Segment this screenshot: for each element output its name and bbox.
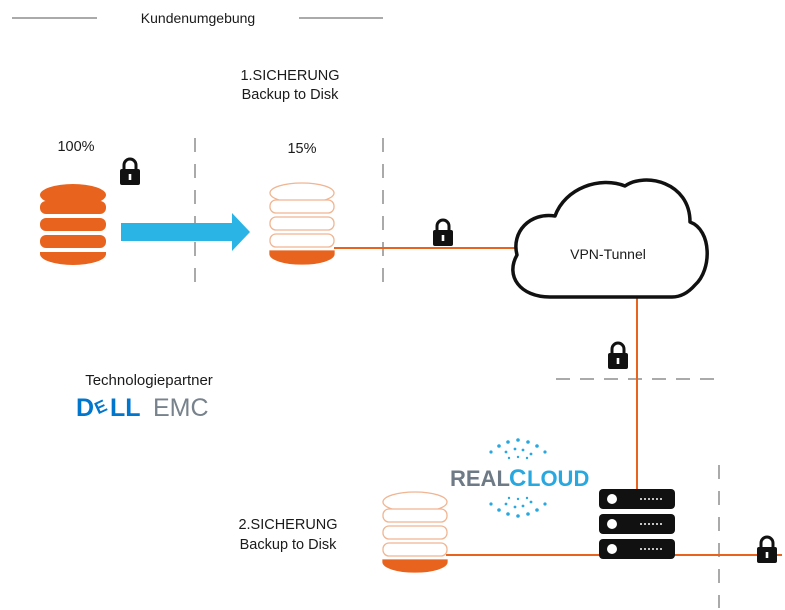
backup2-subtitle: Backup to Disk <box>240 537 337 553</box>
database-source-icon <box>40 184 106 265</box>
lock-icon-connector <box>431 218 455 248</box>
database-backup1-icon <box>269 182 335 265</box>
svg-text:LOUD: LOUD <box>527 466 589 491</box>
dell-emc-logo: D LL E EMC <box>76 394 209 422</box>
svg-text:E: E <box>92 396 110 418</box>
svg-text:D: D <box>76 394 94 422</box>
transfer-arrow-icon <box>121 213 250 251</box>
svg-text:LL: LL <box>110 394 141 422</box>
backup2-title: 2.SICHERUNG <box>238 517 337 533</box>
lock-icon-source <box>118 157 142 187</box>
vpn-cloud-icon <box>511 178 709 299</box>
lock-icon-server-out <box>755 535 779 565</box>
realcloud-ring-icon <box>489 438 547 518</box>
lock-icon-cloud-link <box>606 341 630 371</box>
svg-text:EMC: EMC <box>153 394 209 422</box>
cloud-label: VPN-Tunnel <box>570 246 646 262</box>
database-backup2-icon <box>382 491 448 573</box>
svg-text:REAL: REAL <box>450 466 510 491</box>
realcloud-logo: REAL C LOUD <box>450 465 589 492</box>
backup1-subtitle: Backup to Disk <box>242 87 339 103</box>
header-title: Kundenumgebung <box>141 10 255 26</box>
source-percent: 100% <box>57 139 94 155</box>
backup1-percent: 15% <box>287 141 316 157</box>
backup1-title: 1.SICHERUNG <box>240 68 339 84</box>
svg-text:C: C <box>509 465 526 492</box>
partner-label: Technologiepartner <box>85 372 213 389</box>
server-rack-icon <box>599 489 675 559</box>
